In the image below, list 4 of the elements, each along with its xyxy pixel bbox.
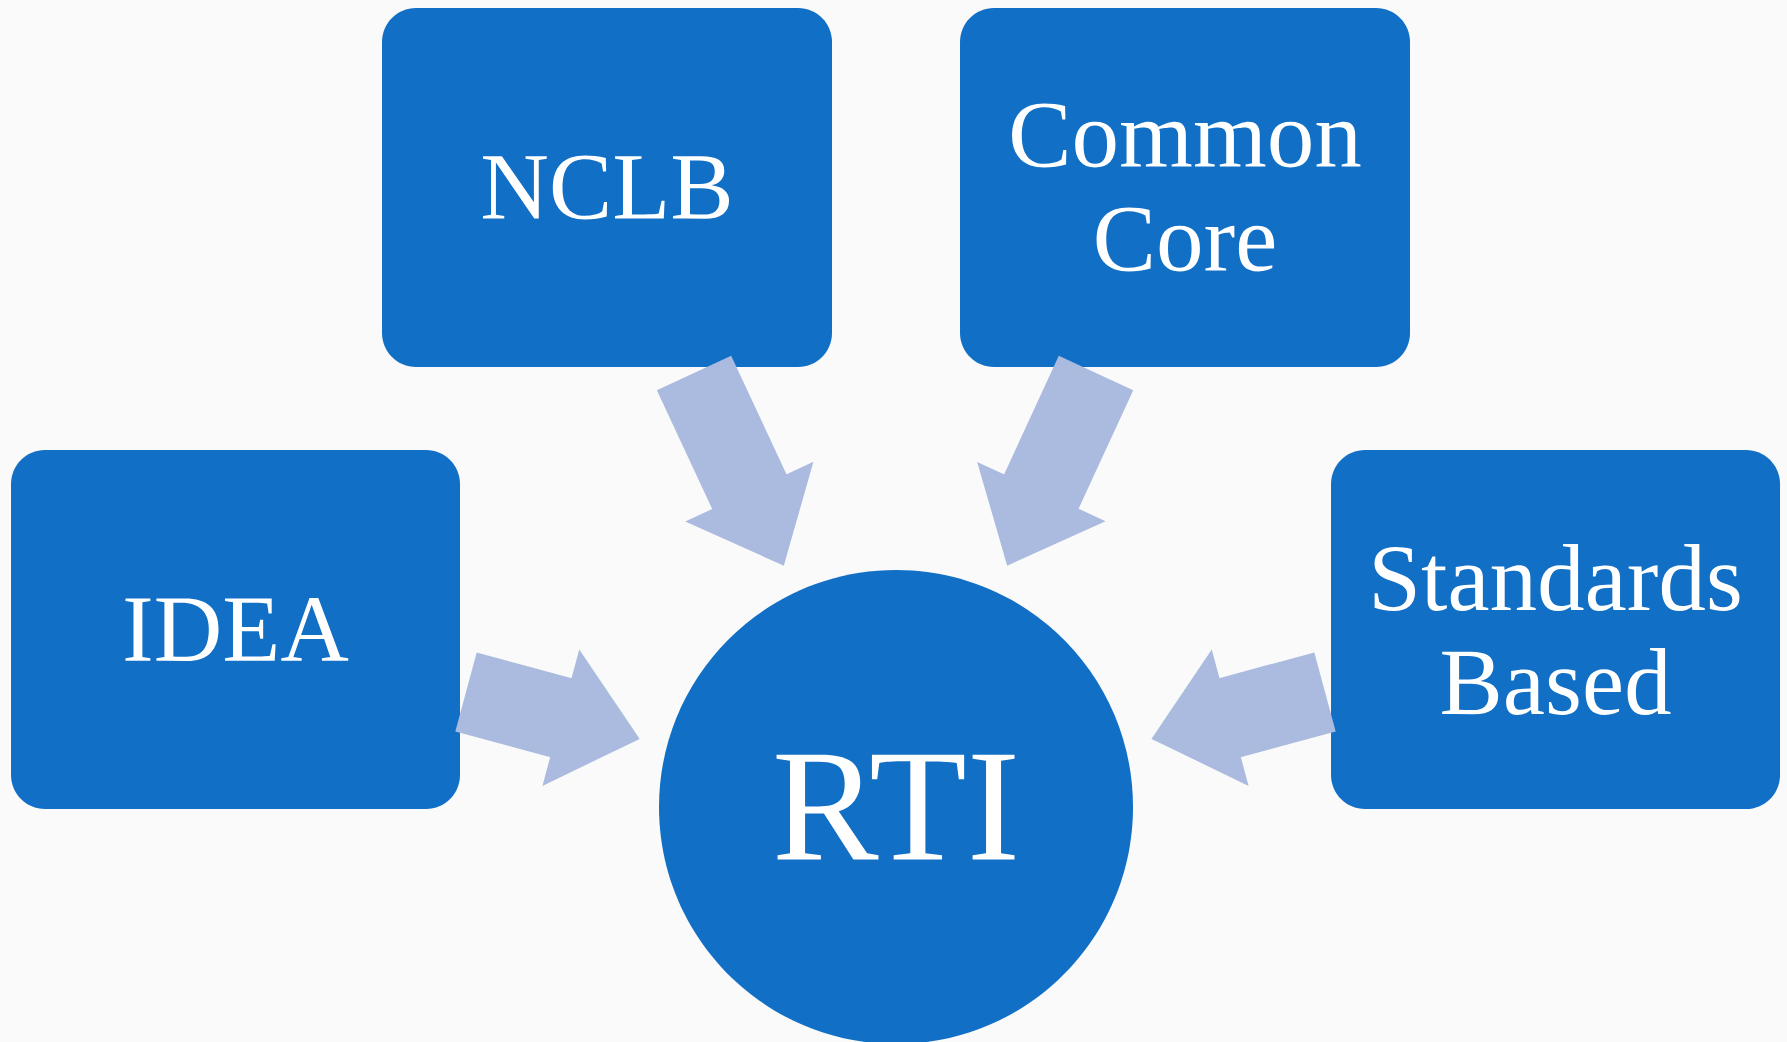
process-box: Common Core — [960, 8, 1410, 367]
process-box: NCLB — [382, 8, 832, 367]
process-box: IDEA — [11, 450, 460, 809]
process-box: Standards Based — [1331, 450, 1780, 809]
